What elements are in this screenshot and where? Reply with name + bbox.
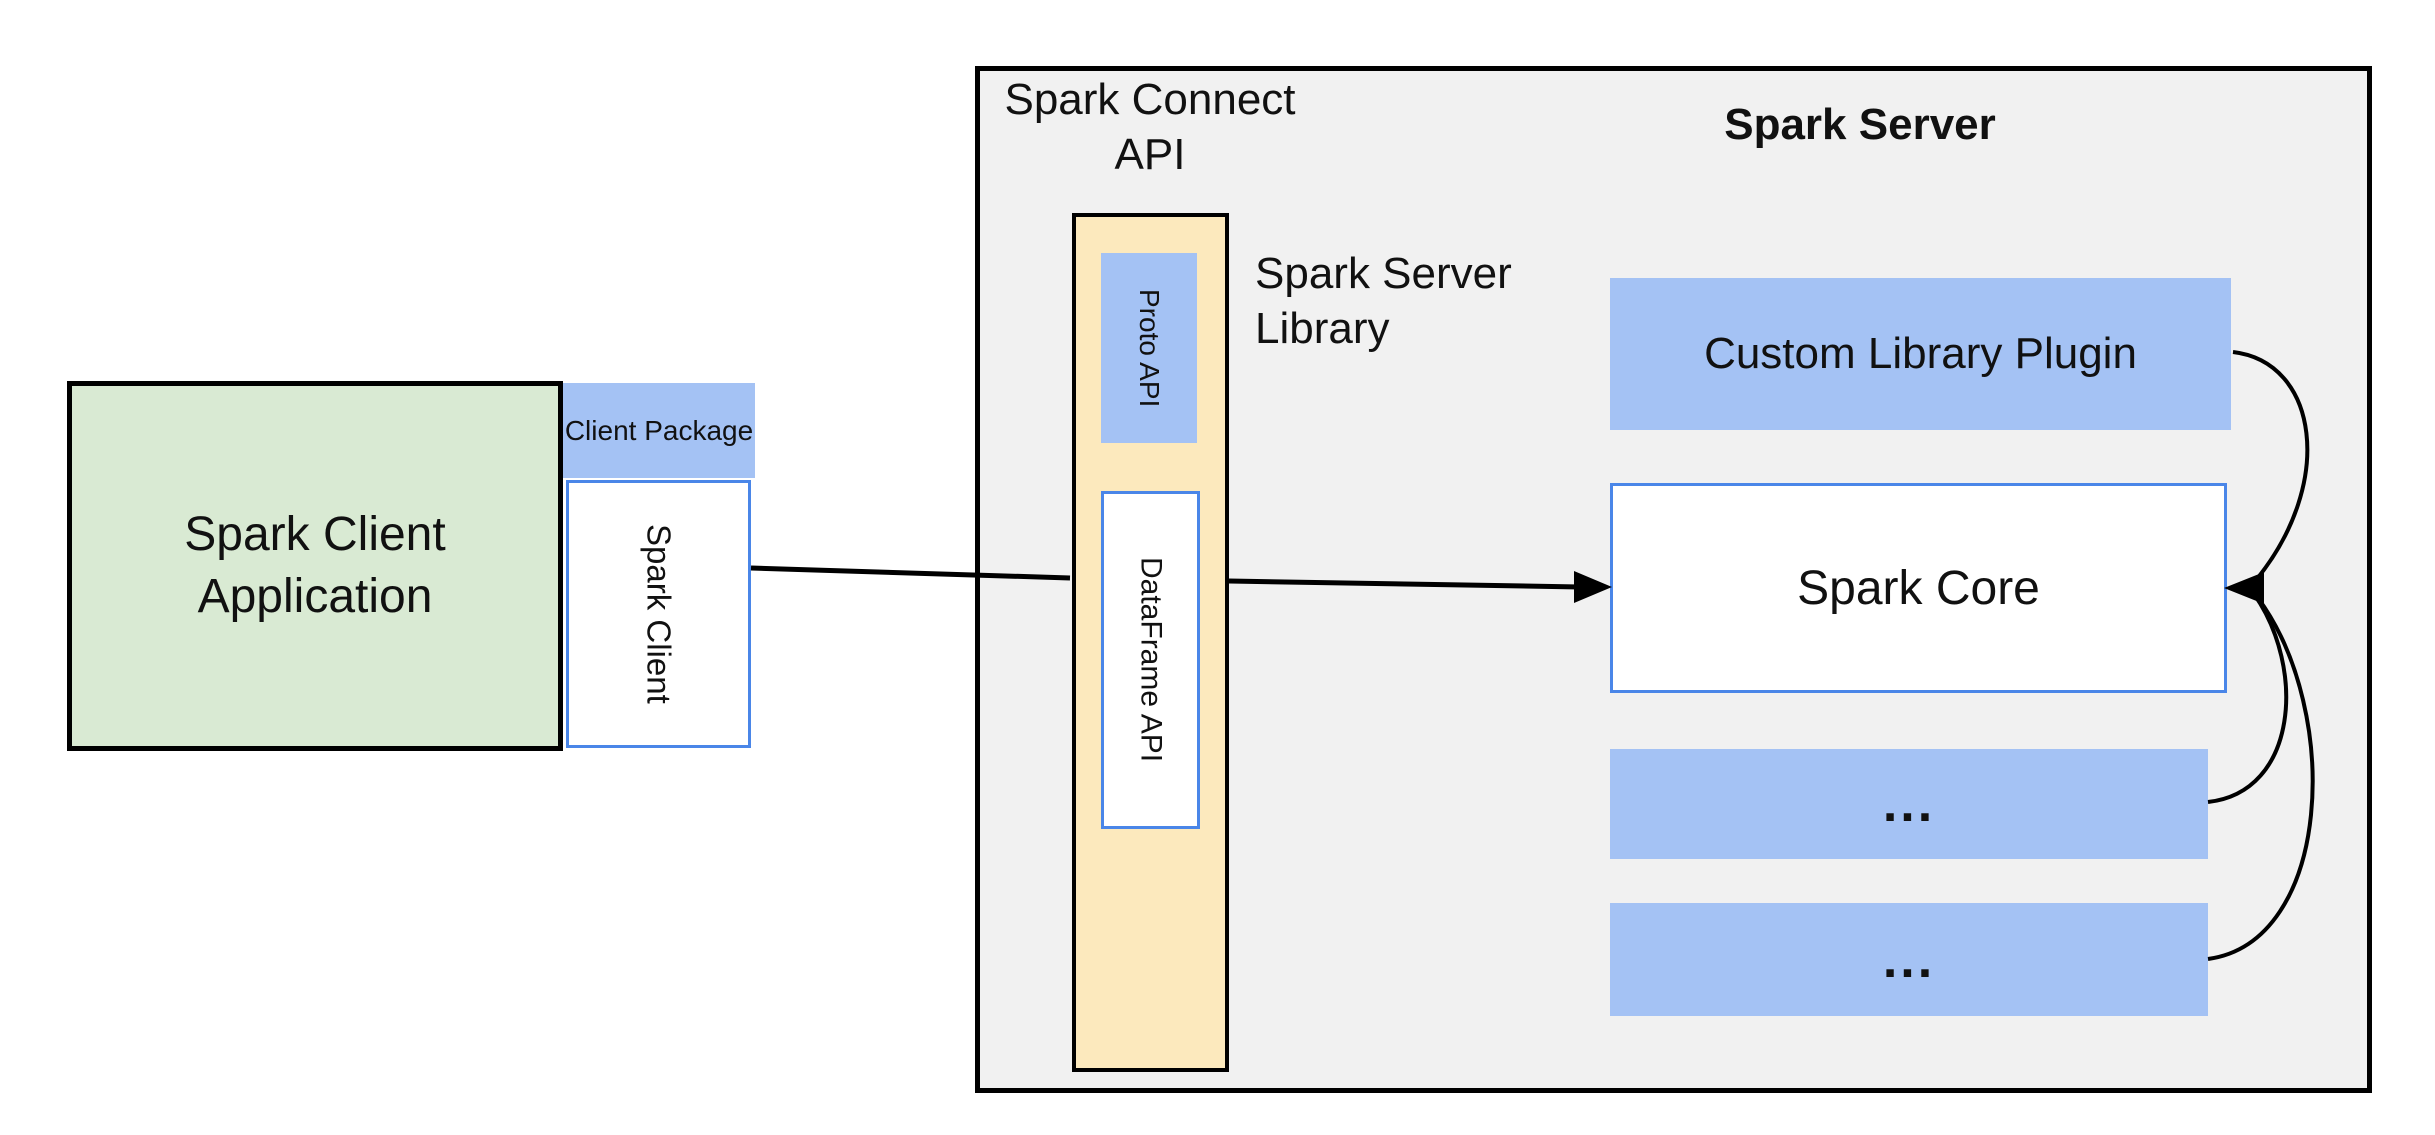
custom-library-plugin-label: Custom Library Plugin xyxy=(1704,329,2137,378)
spark-server-title: Spark Server xyxy=(1724,100,1996,149)
proto-api-box: Proto API xyxy=(1101,253,1197,443)
spark-core-box: Spark Core xyxy=(1610,483,2227,693)
client-package-box: Client Package xyxy=(563,383,755,478)
server-module-1-label: ... xyxy=(1882,775,1936,833)
custom-library-plugin-box: Custom Library Plugin xyxy=(1610,278,2231,430)
server-module-box-1: ... xyxy=(1610,749,2208,859)
spark-client-application-label: Spark Client Application xyxy=(184,507,446,623)
spark-client-application-box: Spark Client Application xyxy=(67,381,563,751)
spark-core-label: Spark Core xyxy=(1797,561,2040,615)
client-package-label: Client Package xyxy=(564,414,754,446)
spark-client-box: Spark Client xyxy=(566,480,751,748)
server-module-2-label: ... xyxy=(1882,930,1936,989)
dataframe-api-box: DataFrame API xyxy=(1101,491,1200,829)
dataframe-api-label: DataFrame API xyxy=(1134,557,1168,763)
spark-connect-api-label: Spark Connect API xyxy=(1004,75,1296,179)
spark-server-library-label: Spark Server Library xyxy=(1255,249,1512,353)
server-module-box-2: ... xyxy=(1610,903,2208,1016)
spark-client-label: Spark Client xyxy=(640,524,678,704)
proto-api-label: Proto API xyxy=(1134,288,1165,408)
